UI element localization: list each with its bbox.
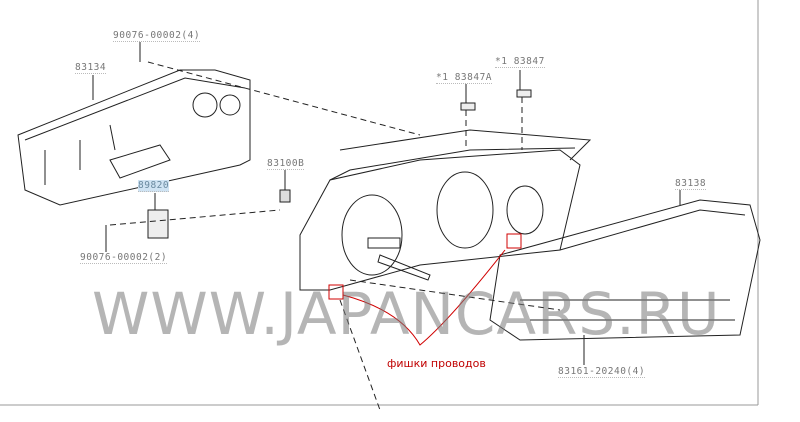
label-screw-bottom[interactable]: 90076-00002(2) <box>80 252 168 264</box>
part-number: 83847 <box>513 56 545 67</box>
label-lens[interactable]: 83138 <box>675 178 707 190</box>
bracket-83100b <box>279 189 291 203</box>
connector-annotation: фишки проводов <box>387 357 486 370</box>
clip-83847a <box>460 102 476 111</box>
prefix: *1 <box>495 56 508 67</box>
lens-cover <box>489 199 761 341</box>
label-cover[interactable]: 83134 <box>75 62 107 74</box>
label-83847a[interactable]: *1 83847A <box>436 72 493 84</box>
connector-markers <box>328 233 522 346</box>
meter-cluster <box>299 129 592 291</box>
prefix: *1 <box>436 72 449 83</box>
cover-panel <box>17 69 251 206</box>
label-screw-top[interactable]: 90076-00002(4) <box>113 30 201 42</box>
label-89820[interactable]: 89820 <box>138 180 170 192</box>
label-83100b[interactable]: 83100B <box>267 158 305 170</box>
label-screw-right[interactable]: 83161-20240(4) <box>558 366 646 378</box>
part-89820 <box>147 209 169 239</box>
watermark: WWW.JAPANCARS.RU <box>92 280 721 348</box>
label-83847[interactable]: *1 83847 <box>495 56 545 68</box>
part-number: 83847A <box>454 72 493 83</box>
clip-83847 <box>516 89 532 98</box>
